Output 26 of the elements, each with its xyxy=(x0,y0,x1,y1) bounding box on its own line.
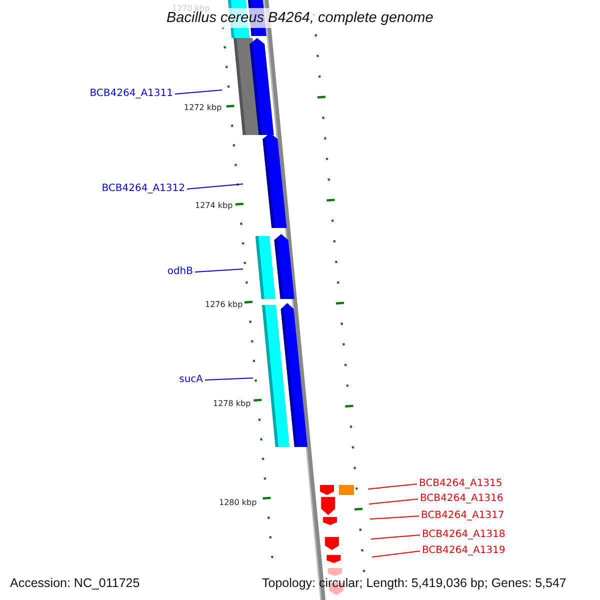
leader-line xyxy=(194,268,244,272)
leader-line xyxy=(174,90,222,94)
gene-label: BCB4264_A1317 xyxy=(421,511,504,521)
title: Bacillus cereus B4264, complete genome xyxy=(166,11,434,26)
gene-label: BCB4264_A1315 xyxy=(419,479,502,489)
gene-label: sucA xyxy=(179,375,203,385)
position-label: 1274 kbp xyxy=(195,202,233,210)
leader-line xyxy=(372,550,420,558)
info-text: Topology: circular; Length: 5,419,036 bp; Genes: 5,547 xyxy=(262,577,566,590)
position-label: 1276 kbp xyxy=(205,301,243,309)
leader-line xyxy=(370,516,420,520)
gene-label: BCB4264_A1312 xyxy=(102,184,185,194)
leader-line xyxy=(370,534,420,540)
gene-label: BCB4264_A1311 xyxy=(90,89,173,99)
position-label: 1280 kbp xyxy=(219,499,257,507)
gene-label: BCB4264_A1318 xyxy=(422,530,506,540)
leader-line xyxy=(204,378,254,380)
leader-line xyxy=(186,184,244,190)
gene-label: BCB4264_A1316 xyxy=(420,494,504,504)
leader-line xyxy=(368,484,418,490)
gene-label: odhB xyxy=(167,267,193,277)
gene-label: BCB4264_A1319 xyxy=(422,546,506,556)
leader-line xyxy=(368,498,418,504)
position-label: 1272 kbp xyxy=(184,104,222,112)
info-text: Accession: NC_011725 xyxy=(10,577,140,590)
position-label: 1278 kbp xyxy=(213,400,251,408)
